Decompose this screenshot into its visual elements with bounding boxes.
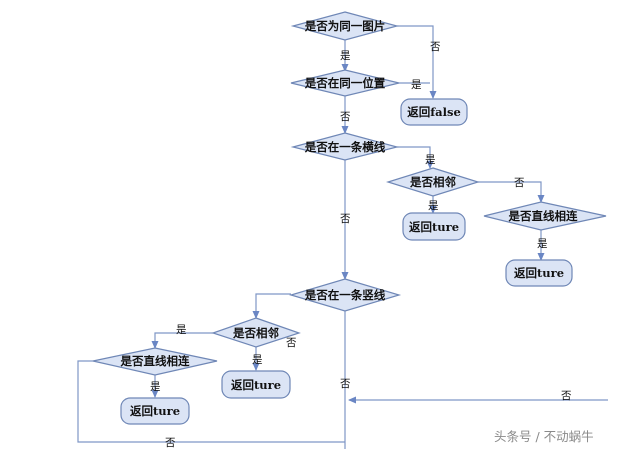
edge-label-same-position-no: 否 (340, 111, 351, 123)
node-label: 是否在一条横线 (304, 140, 386, 154)
node-label: 是否在一条竖线 (304, 288, 386, 302)
edge-label-adjacent-row-yes: 是 (428, 200, 439, 212)
edge-label-adjacent-col-yes: 是 (176, 324, 187, 336)
node-label: 返回ture (514, 266, 564, 280)
watermark-text: 头条号 / 不动蜗牛 (494, 429, 594, 444)
node-label: 是否相邻 (232, 326, 279, 340)
edge-label-straight-row-yes: 是 (537, 238, 548, 250)
decision-adjacent-row: 是否相邻 (385, 167, 481, 197)
edge-label-adjacent-row-no: 否 (514, 177, 525, 189)
terminal-return-true-row-adjacent: 返回ture (402, 212, 466, 241)
edge-label-same-image-yes: 是 (340, 50, 351, 62)
edge-label-straight-col-yes: 是 (150, 381, 161, 393)
edge-label-same-row-yes: 是 (425, 154, 436, 166)
node-label: 返回ture (409, 220, 459, 234)
node-label: 返回ture (130, 404, 180, 418)
node-label: 返回ture (231, 378, 281, 392)
node-label: 是否直线相连 (120, 354, 190, 368)
edge-label-same-position-yes: 是 (411, 79, 422, 91)
edge-label-same-row-no: 否 (340, 213, 351, 225)
edge-label-adjacent-col-yes-down: 是 (252, 354, 263, 366)
edge-label-adjacent-col-no: 否 (286, 337, 297, 349)
edge-label-right-no: 否 (561, 390, 572, 402)
decision-same-position: 是否在同一位置 (290, 69, 400, 97)
terminal-return-false: 返回false (400, 98, 468, 126)
decision-same-column: 是否在一条竖线 (288, 278, 402, 312)
node-label: 返回false (407, 105, 461, 119)
edge-labels: 否 是 是 否 是 否 否 是 是 是 否 是 是 否 否 否 (150, 41, 572, 449)
terminal-return-true-col-adjacent: 返回ture (221, 370, 291, 399)
edge-straight-col-no (77, 360, 345, 443)
decision-straight-connect-row: 是否直线相连 (483, 201, 607, 231)
node-label: 是否为同一图片 (304, 19, 386, 33)
edge-same-column-left (252, 293, 291, 319)
edge-label-same-image-no: 否 (430, 41, 441, 53)
decision-adjacent-col: 是否相邻 (211, 317, 301, 348)
edge-same-image-no (397, 25, 437, 99)
decision-straight-connect-col: 是否直线相连 (92, 347, 218, 376)
edge-adjacent-col-yes (151, 332, 213, 349)
node-label: 是否直线相连 (508, 209, 578, 223)
terminal-return-true-row-straight: 返回ture (505, 259, 573, 287)
decision-same-row: 是否在一条横线 (290, 132, 400, 161)
connectors (77, 25, 608, 449)
edge-label-straight-col-no: 否 (165, 437, 176, 449)
node-label: 是否在同一位置 (304, 76, 386, 90)
edge-same-row-yes (397, 146, 434, 169)
terminal-return-true-col-straight: 返回ture (120, 397, 190, 425)
edge-label-same-column-no: 否 (340, 378, 351, 390)
node-label: 是否相邻 (409, 175, 456, 189)
edge-adjacent-row-no (478, 181, 545, 203)
decision-same-image: 是否为同一图片 (290, 11, 400, 41)
